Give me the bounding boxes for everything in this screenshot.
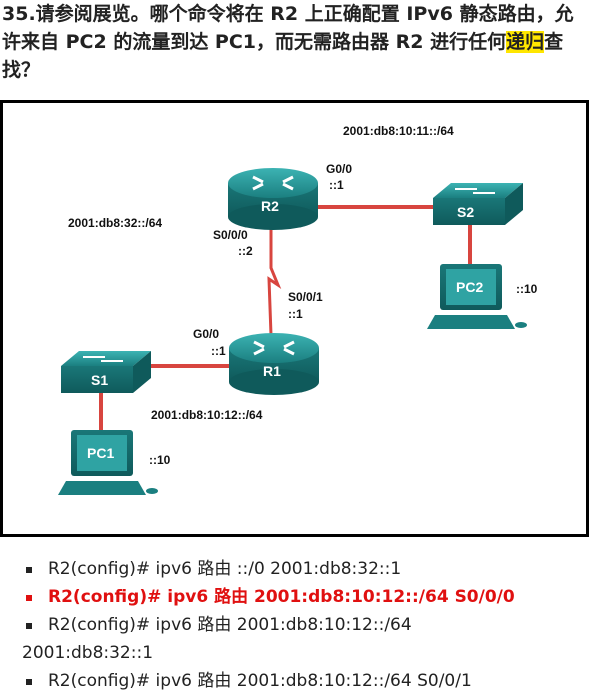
pc1-addr: ::10 (149, 453, 171, 467)
router-r2-icon (228, 168, 318, 230)
r2-g00-addr: ::1 (329, 178, 344, 192)
pc1-icon (58, 430, 158, 495)
r1-label: R1 (263, 363, 281, 379)
option-3-continuation: 2001:db8:32::1 (22, 643, 154, 663)
r2-g00-label: G0/0 (326, 162, 352, 176)
switch-s2-icon (433, 183, 523, 225)
option-4-text: R2(config)# ipv6 路由 2001:db8:10:12::/64 … (48, 671, 472, 691)
question-highlight: 递归 (506, 31, 545, 53)
pc2-addr: ::10 (516, 282, 538, 296)
net-left-label: 2001:db8:32::/64 (68, 216, 162, 230)
pc2-icon (427, 264, 527, 329)
option-4[interactable]: R2(config)# ipv6 路由 2001:db8:10:12::/64 … (0, 667, 589, 695)
option-1[interactable]: R2(config)# ipv6 路由 ::/0 2001:db8:32::1 (0, 555, 589, 583)
s1-label: S1 (91, 372, 108, 388)
answer-options: R2(config)# ipv6 路由 ::/0 2001:db8:32::1 … (0, 555, 589, 695)
router-r1-icon (229, 333, 319, 395)
r1-s001-addr: ::1 (288, 307, 303, 321)
option-2-correct[interactable]: R2(config)# ipv6 路由 2001:db8:10:12::/64 … (0, 583, 589, 611)
question-text: 35.请参阅展览。哪个命令将在 R2 上正确配置 IPv6 静态路由，允许来自 … (0, 0, 589, 84)
r2-s000-addr: ::2 (238, 244, 253, 258)
option-1-text: R2(config)# ipv6 路由 ::/0 2001:db8:32::1 (48, 559, 402, 579)
pc2-label: PC2 (456, 279, 483, 295)
switch-s1-icon (61, 351, 151, 393)
r2-s000-label: S0/0/0 (213, 228, 248, 242)
link-r2-r1-serial (267, 223, 282, 336)
net-top-label: 2001:db8:10:11::/64 (343, 124, 454, 138)
r1-g00-addr: ::1 (211, 344, 226, 358)
option-3-text: R2(config)# ipv6 路由 2001:db8:10:12::/64 (48, 615, 412, 635)
pc1-label: PC1 (87, 445, 114, 461)
s2-label: S2 (457, 204, 474, 220)
option-2-text: R2(config)# ipv6 路由 2001:db8:10:12::/64 … (48, 587, 515, 607)
question-prefix: 35.请参阅展览。哪个命令将在 R2 上正确配置 IPv6 静态路由，允许来自 … (2, 3, 574, 53)
r1-s001-label: S0/0/1 (288, 290, 323, 304)
r1-g00-label: G0/0 (193, 327, 219, 341)
network-topology-diagram: R2 R1 S2 S1 PC2 PC1 2001:db8:10:11::/64 … (0, 100, 589, 537)
r2-label: R2 (261, 198, 279, 214)
net-bottom-label: 2001:db8:10:12::/64 (151, 408, 263, 422)
question-suffix: 查找？ (2, 31, 564, 81)
